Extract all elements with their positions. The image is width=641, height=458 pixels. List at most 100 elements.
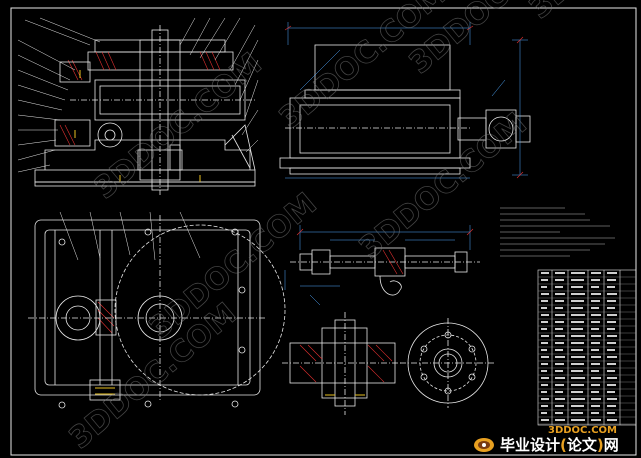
table-cell-text (591, 391, 599, 393)
table-cell-text (591, 363, 600, 365)
table-cell-text (555, 377, 565, 379)
table-cell-text (607, 335, 617, 337)
table-cell-text (541, 307, 547, 309)
parts-list-table (537, 269, 637, 426)
table-cell-text (607, 286, 615, 288)
table-cell-text (541, 279, 548, 281)
table-cell-text (541, 286, 547, 288)
table-cell-text (571, 370, 583, 372)
table-cell-text (541, 314, 549, 316)
table-cell-text (541, 342, 548, 344)
table-cell-text (591, 293, 601, 295)
table-cell-text (607, 300, 616, 302)
table-cell-text (607, 342, 616, 344)
table-cell-text (571, 363, 584, 365)
table-cell-text (591, 419, 601, 421)
hatching (59, 51, 221, 146)
table-cell-text (541, 370, 547, 372)
table-cell-text (541, 349, 547, 351)
table-cell-text (571, 321, 584, 323)
table-cell-text (555, 419, 565, 421)
table-cell-text (555, 412, 563, 414)
table-cell-text (541, 412, 547, 414)
table-cell-text (571, 314, 585, 316)
table-cell-text (591, 321, 600, 323)
table-cell-text (555, 370, 563, 372)
table-cell-text (555, 356, 565, 358)
table-cell-text (591, 370, 599, 372)
watermark-layer: 3DDOC.COM 3DDOC.COM 3DDOC.COM 3DDOC.COM … (62, 0, 641, 457)
table-cell-text (591, 328, 599, 330)
table-cell-text (591, 398, 601, 400)
side-elevation-view (279, 22, 531, 179)
bolt-holes (58, 228, 246, 409)
table-cell-text (555, 286, 563, 288)
table-cell-text (591, 412, 599, 414)
plan-view (28, 211, 286, 409)
part-leaders-right (179, 17, 259, 153)
table-cell-text (591, 384, 600, 386)
table-cell-text (591, 272, 601, 274)
table-cell-text (555, 391, 563, 393)
table-cell-text (607, 328, 615, 330)
drawing-border (10, 7, 637, 456)
table-cell-text (571, 300, 584, 302)
table-cell-text (607, 307, 615, 309)
table-cell-text (555, 384, 564, 386)
table-cell-text (541, 300, 548, 302)
table-cell-text (555, 363, 564, 365)
table-cell-text (555, 279, 564, 281)
watermark: 3DDOC.C (523, 0, 641, 26)
table-cell-text (607, 391, 615, 393)
brand-name: 毕业设计(论文)网 (500, 436, 619, 454)
table-cell-text (541, 419, 549, 421)
table-cell-text (607, 363, 616, 365)
table-cell-text (541, 272, 549, 274)
table-cell-text (591, 342, 600, 344)
table-cell-text (555, 321, 564, 323)
table-cell-text (541, 328, 547, 330)
table-cell-text (541, 356, 549, 358)
table-cell-text (607, 412, 615, 414)
table-cell-text (555, 335, 565, 337)
table-cell-text (591, 356, 601, 358)
table-cell-text (571, 335, 585, 337)
table-cell-text (571, 349, 583, 351)
table-cell-text (607, 279, 616, 281)
table-cell-text (591, 300, 600, 302)
table-cell-text (607, 272, 617, 274)
table-cell-text (555, 328, 563, 330)
table-cell-text (591, 286, 599, 288)
table-cell-text (591, 405, 600, 407)
table-cell-text (571, 405, 584, 407)
table-cell-text (571, 328, 583, 330)
table-cell-text (571, 412, 583, 414)
table-cell-text (541, 321, 548, 323)
watermark: 3DDOC.COM (353, 106, 534, 266)
technical-notes (500, 207, 615, 257)
flange-bolt-holes (420, 331, 476, 395)
part-leaders-left (17, 17, 101, 173)
table-cell-text (607, 419, 617, 421)
table-cell-text (541, 363, 548, 365)
table-cell-text (571, 279, 584, 281)
table-cell-text (607, 349, 615, 351)
table-cell-text (591, 314, 601, 316)
table-cell-text (555, 314, 565, 316)
table-cell-text (571, 356, 585, 358)
dimension-lines (285, 22, 528, 179)
table-cell-text (555, 272, 565, 274)
table-cell-text (607, 398, 617, 400)
table-cell-text (591, 349, 599, 351)
flange-view (400, 318, 496, 408)
table-cell-text (571, 293, 585, 295)
table-cell-text (555, 342, 564, 344)
table-cell-text (571, 342, 584, 344)
table-cell-text (607, 293, 617, 295)
table-cell-text (541, 391, 547, 393)
bolt-marks (74, 70, 201, 182)
table-cell-text (571, 384, 584, 386)
table-cell-text (571, 419, 585, 421)
table-cell-text (607, 356, 617, 358)
